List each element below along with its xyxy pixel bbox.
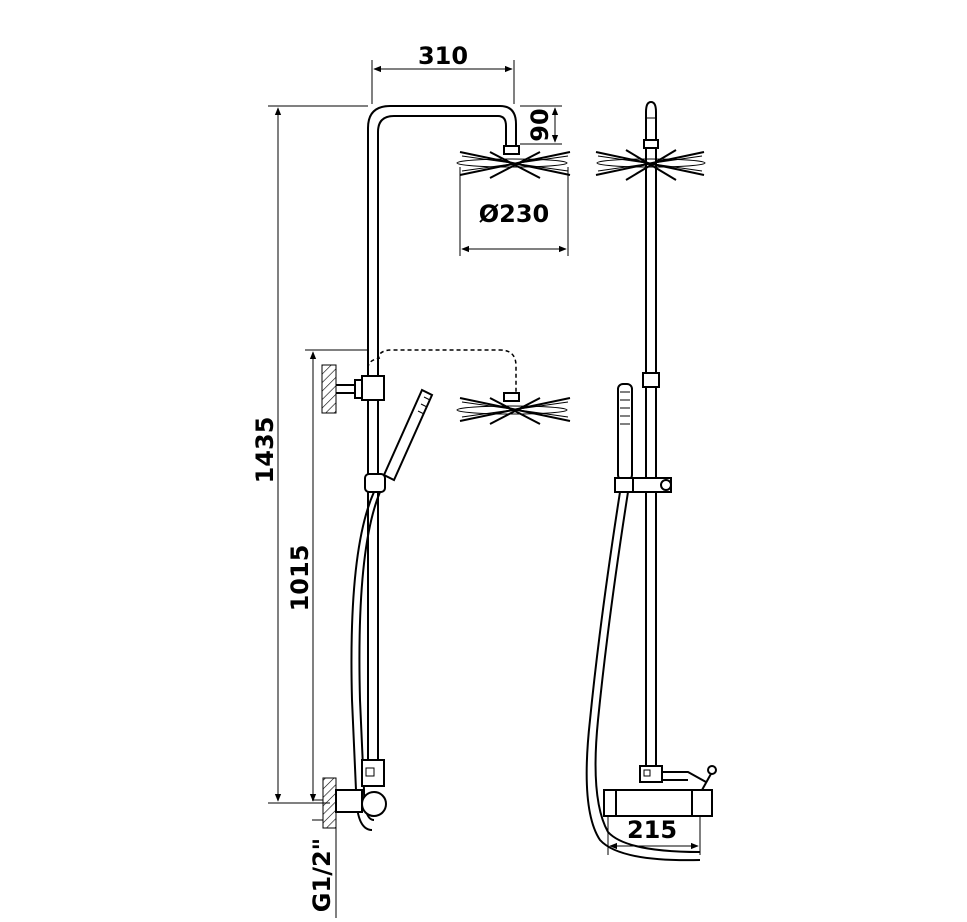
front-shower-head	[595, 139, 706, 181]
front-diverter	[639, 765, 663, 783]
front-view: 215	[585, 100, 717, 862]
mixer-width-label: 215	[627, 816, 677, 844]
thread-label: G1/2"	[308, 838, 336, 912]
side-view: Ø230 310 90	[251, 42, 571, 918]
outlet-height-label: 1015	[286, 545, 314, 612]
top-width-label: 310	[418, 42, 468, 70]
total-height-dimension: 1435	[251, 105, 368, 804]
total-height-label: 1435	[251, 417, 279, 484]
front-collar	[642, 372, 660, 388]
shower-head-upper	[456, 151, 571, 179]
front-riser	[645, 100, 657, 770]
head-drop-dimension: 90	[520, 105, 562, 145]
head-diameter-label: Ø230	[479, 200, 550, 228]
head-connector	[503, 145, 520, 155]
head-drop-label: 90	[526, 108, 554, 141]
riser-pipe	[367, 105, 517, 780]
outlet-height-dimension: 1015	[286, 349, 368, 802]
diverter	[361, 759, 385, 787]
head-diameter-dimension: Ø230	[459, 167, 569, 256]
front-mixer: 215	[603, 765, 717, 855]
thread-dimension: G1/2"	[308, 820, 337, 918]
wall-bracket	[321, 364, 385, 414]
riser-pipe-inner	[377, 115, 507, 780]
top-width-dimension: 310	[371, 42, 515, 104]
front-hand-shower	[585, 383, 701, 862]
hand-shower	[350, 388, 434, 831]
alternate-head-position	[367, 349, 571, 425]
